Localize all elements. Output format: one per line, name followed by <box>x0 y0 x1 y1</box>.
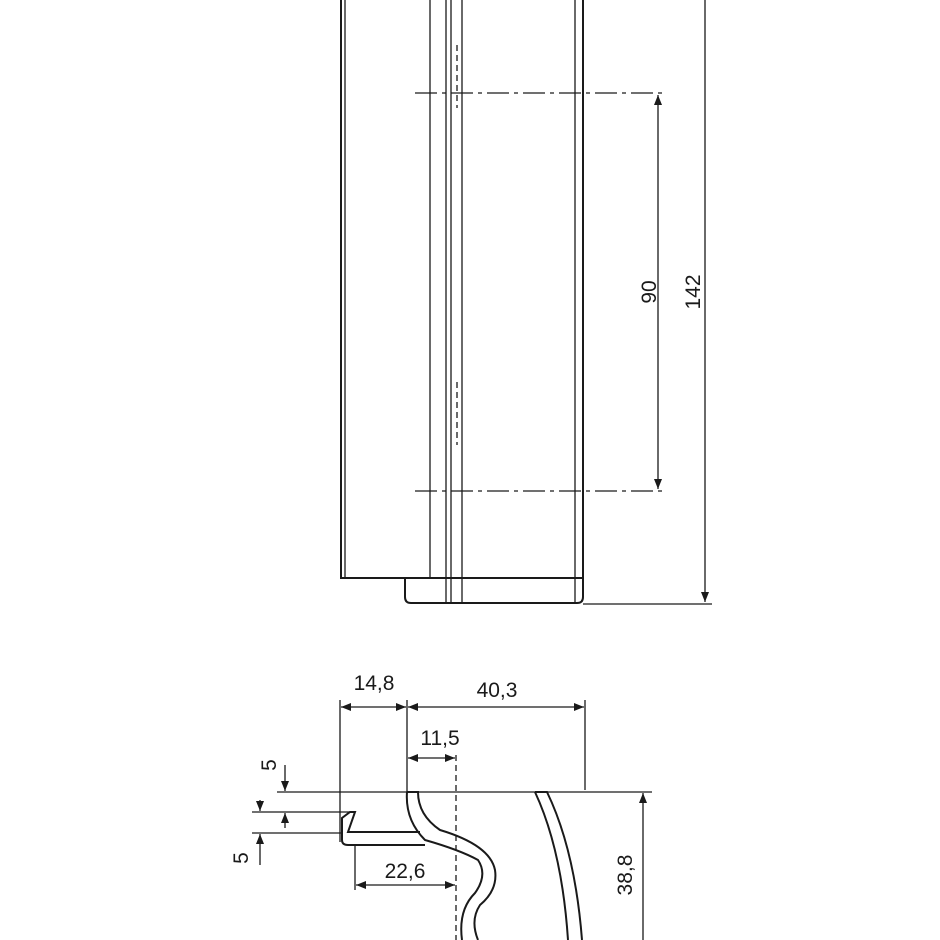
dimension-label-overall-height: 142 <box>682 274 705 309</box>
profile-view: 14,8 40,3 11,5 5 5 22,6 38,8 <box>230 672 652 940</box>
dimension-label-flange-length: 22,6 <box>385 860 426 883</box>
hook-profile-inner <box>407 791 497 940</box>
dimension-label-flange-offset: 14,8 <box>354 672 395 695</box>
dimension-label-profile-height: 38,8 <box>614 855 637 896</box>
flange-bottom <box>341 839 425 846</box>
front-view: 90 142 <box>340 0 712 605</box>
hook-profile-outer <box>405 791 484 940</box>
dimension-label-hole-spacing: 90 <box>638 280 661 303</box>
flange-lip <box>341 811 420 840</box>
dimension-label-overall-depth: 40,3 <box>477 679 518 702</box>
dimension-label-step-top: 5 <box>258 759 281 771</box>
dimension-label-hook-offset: 11,5 <box>420 727 459 750</box>
spring-arm-outer <box>535 791 583 940</box>
rail-tab-outline <box>404 578 584 604</box>
dimension-label-step-bottom: 5 <box>230 852 253 864</box>
spring-arm-inner <box>534 791 569 940</box>
